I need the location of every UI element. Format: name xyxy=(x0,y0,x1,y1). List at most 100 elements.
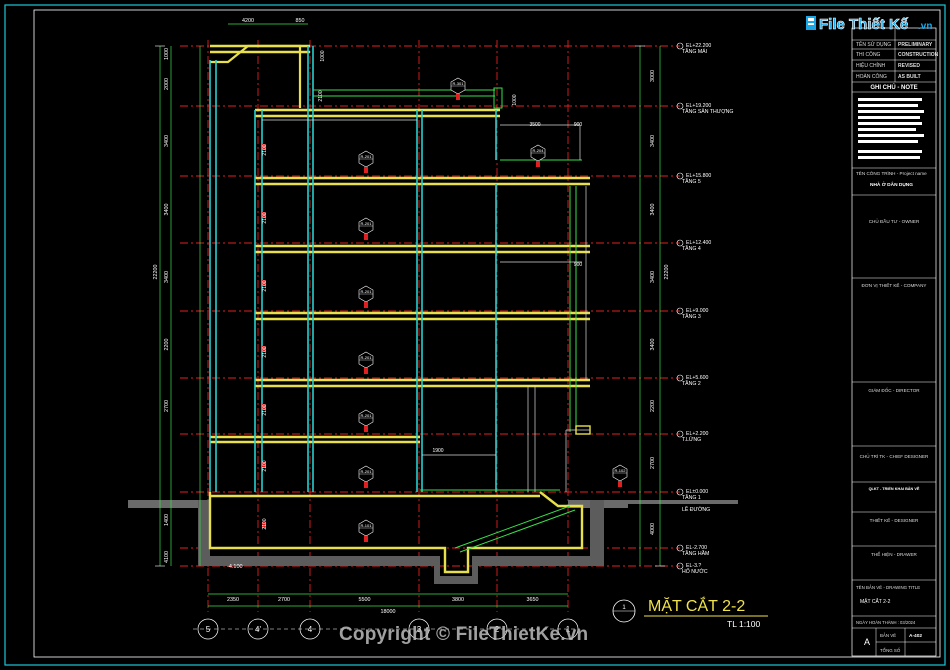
dimension-text: 3400 xyxy=(650,135,656,147)
qa-label: QLKT - TRIỂN KHAI BẢN VẼ xyxy=(869,486,920,491)
dimension-text: 2100 xyxy=(262,460,268,471)
grid-axis-label: 2 xyxy=(495,625,500,634)
dimension-text: 2200 xyxy=(164,339,170,351)
logo-suffix: .vn xyxy=(918,21,932,32)
room-code: R-101 xyxy=(361,523,373,528)
room-code: R-201 xyxy=(361,221,373,226)
dimension-text: 1000 xyxy=(164,48,170,60)
room-code: R-201 xyxy=(361,413,373,418)
dimension-text: 18000 xyxy=(381,609,396,615)
dimension-text: 2700 xyxy=(650,457,656,469)
dimension-text: 3000 xyxy=(650,70,656,82)
dimension-text: 5500 xyxy=(359,597,371,603)
dimension-text: 4200 xyxy=(242,18,254,24)
dimension-text: 2100 xyxy=(262,346,268,357)
room-tag: R-101 xyxy=(358,519,374,542)
room-tag: R-102 xyxy=(612,464,628,487)
room-tags: R-301R-204R-201R-201R-201R-201R-201R-201… xyxy=(358,77,628,542)
level-name: TẦNG HẦM xyxy=(682,550,709,557)
dimension-text: 3400 xyxy=(164,204,170,216)
room-tag: R-201 xyxy=(358,285,374,308)
copyright-watermark: Copyright © FileThietKe.vn xyxy=(339,624,589,645)
dimension-text: 22200 xyxy=(664,265,670,280)
company-label: ĐƠN VỊ THIẾT KẾ - COMPANY xyxy=(862,282,927,288)
room-code: R-301 xyxy=(453,81,465,86)
level-elevation: EL+15.800 xyxy=(686,173,711,179)
status-row-label: HIỆU CHỈNH xyxy=(856,61,886,69)
status-row-value: CONSTRUCTION xyxy=(898,52,939,58)
total-sheets-label: TỔNG SỐ xyxy=(880,648,901,653)
room-tag: R-201 xyxy=(358,217,374,240)
owner-label: CHỦ ĐẦU TƯ - OWNER xyxy=(869,218,920,224)
level-name: T.LỬNG xyxy=(682,436,701,443)
level-elevation: EL+2.200 xyxy=(686,431,708,437)
status-row-value: REVISED xyxy=(898,63,920,69)
level-elevation: EL+9.000 xyxy=(686,308,708,314)
room-code: R-201 xyxy=(361,355,373,360)
completion-date: NGÀY HOÀN THÀNH : 03/2024 xyxy=(856,620,916,625)
dimension-text: 3400 xyxy=(164,135,170,147)
level-name: TẦNG 3 xyxy=(682,313,701,320)
sheet-label: BẢN VẼ xyxy=(880,633,896,638)
project-name: NHÀ Ở DÂN DỤNG xyxy=(870,181,913,188)
dimension-text: 2700 xyxy=(164,400,170,412)
level-tag: EL-3.?HỐ NƯỚC xyxy=(676,562,708,575)
dimension-text: 1000 xyxy=(512,94,518,105)
dimension-text: 2000 xyxy=(164,78,170,90)
room-code: R-201 xyxy=(361,469,373,474)
dimension-text: 1900 xyxy=(432,448,443,454)
dimension-text: 2100 xyxy=(262,144,268,155)
note-header: GHI CHÚ - NOTE xyxy=(870,84,917,91)
dimension-text: 3400 xyxy=(164,271,170,283)
level-name: TẦNG SÂN THƯỢNG xyxy=(682,108,733,115)
grid-bubble: 4 xyxy=(299,618,321,640)
dimension-text: 3400 xyxy=(650,271,656,283)
dimension-text: 2100 xyxy=(262,404,268,415)
level-name: TẦNG 4 xyxy=(682,245,701,252)
level-elevation: EL-3.? xyxy=(686,563,701,569)
dimension-text: 2100 xyxy=(262,518,268,529)
section-drawing: R-301R-204R-201R-201R-201R-201R-201R-201… xyxy=(128,18,738,640)
designer-label: THIẾT KẾ - DESIGNER xyxy=(870,517,919,523)
title-block-drawing-name: MẶT CẮT 2-2 xyxy=(860,597,891,605)
level-elevation: EL+5.600 xyxy=(686,375,708,381)
sheet-number: A-402 xyxy=(909,633,922,639)
drawing-title: MẶT CẮT 2-2 xyxy=(648,596,745,615)
level-elevation: EL+22.200 xyxy=(686,43,711,49)
dimension-text: 3500 xyxy=(529,122,540,128)
room-code: R-102 xyxy=(615,468,627,473)
room-code: R-201 xyxy=(361,289,373,294)
level-name: HỐ NƯỚC xyxy=(682,568,708,575)
status-row-label: TÊN SỬ DỤNG xyxy=(856,40,891,48)
grid-axis-label: 4' xyxy=(255,625,261,634)
room-tag: R-201 xyxy=(358,150,374,173)
room-code: R-201 xyxy=(361,154,373,159)
dimension-text: 1000 xyxy=(320,50,326,61)
drawing-scale: TL 1:100 xyxy=(727,619,761,629)
level-elevation: EL+19.200 xyxy=(686,103,711,109)
dimension-text: 3400 xyxy=(650,339,656,351)
room-tag: R-201 xyxy=(358,351,374,374)
logo-text: File Thiết Kế xyxy=(819,16,909,33)
room-tag: R-204 xyxy=(530,144,546,167)
room-tag: R-201 xyxy=(358,465,374,488)
dimension-text: 2350 xyxy=(227,597,239,603)
outer-border xyxy=(4,4,946,666)
level-elevation: EL±0.000 xyxy=(686,489,708,495)
dimension-text: 2100 xyxy=(262,212,268,223)
dimension-text: 4000 xyxy=(650,523,656,535)
dimension-text: 1400 xyxy=(164,514,170,526)
status-row-label: HOÀN CÔNG xyxy=(856,73,887,80)
room-tag: R-301 xyxy=(450,77,466,100)
drawer-label: THỂ HIỆN - DRAWER xyxy=(871,550,917,557)
